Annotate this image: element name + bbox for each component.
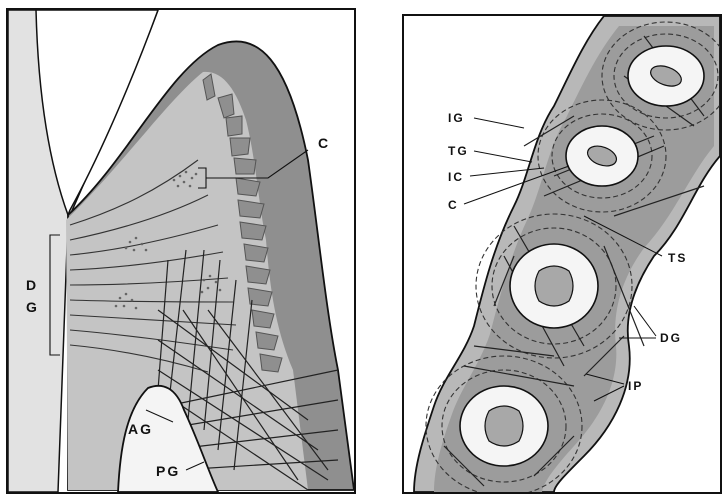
- label-dg-top: D: [26, 277, 38, 293]
- label-ts: TS: [668, 251, 687, 265]
- label-ag: AG: [128, 421, 153, 437]
- label-ip: IP: [628, 379, 643, 393]
- label-dg-bottom: G: [26, 299, 39, 315]
- label-ig: IG: [448, 111, 465, 125]
- label-c: C: [318, 135, 330, 151]
- label-tg: TG: [448, 144, 469, 158]
- label-dg: DG: [660, 331, 682, 345]
- right-diagram-svg: IG TG IC C TS DG IP: [404, 16, 720, 492]
- label-c: C: [448, 198, 459, 212]
- left-diagram-svg: C D G AG PG: [8, 10, 354, 492]
- right-diagram-panel: IG TG IC C TS DG IP: [402, 14, 722, 494]
- label-ic: IC: [448, 170, 464, 184]
- left-diagram-panel: C D G AG PG: [6, 8, 356, 494]
- label-pg: PG: [156, 463, 180, 479]
